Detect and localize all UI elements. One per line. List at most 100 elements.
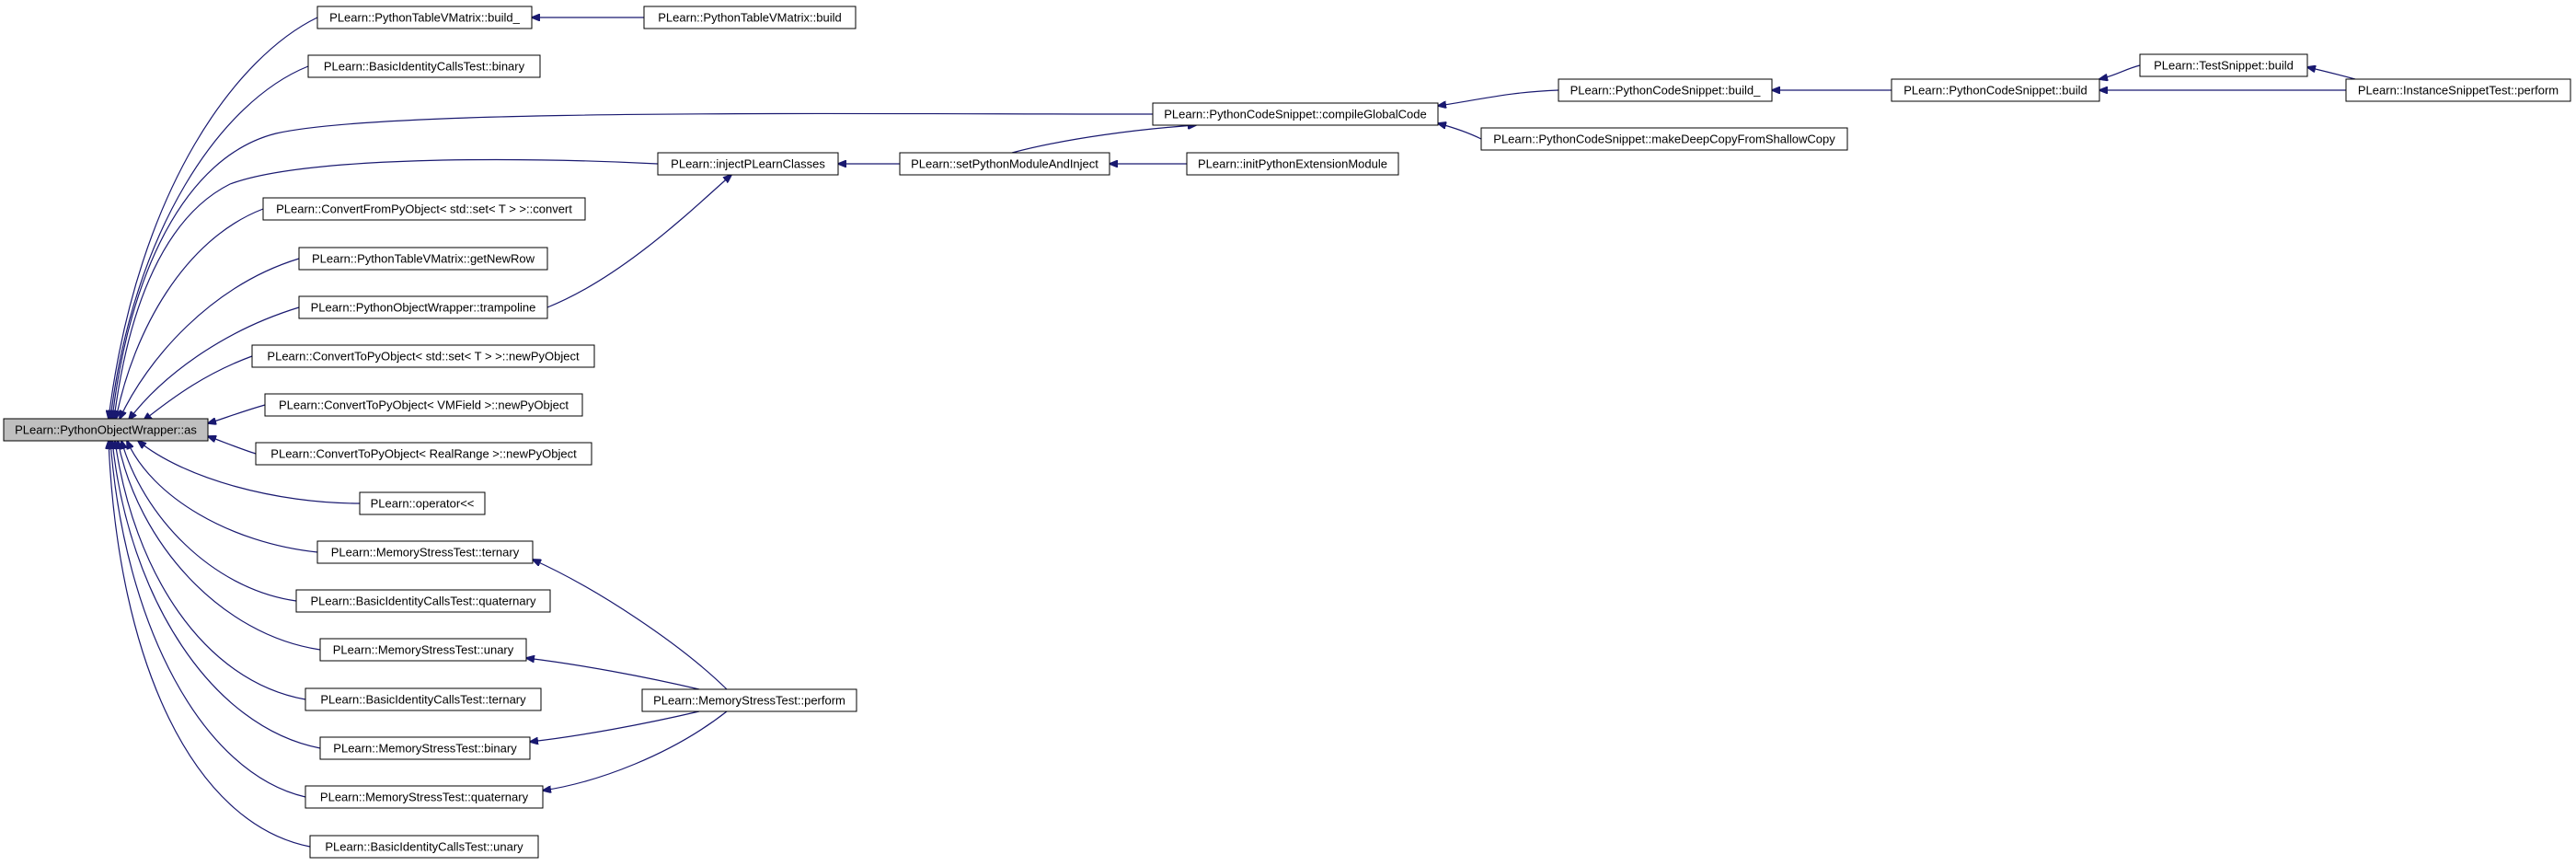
node-box (264, 393, 583, 417)
node-label: PLearn::InstanceSnippetTest::perform (2358, 84, 2559, 98)
node-label: PLearn::MemoryStressTest::binary (333, 742, 517, 756)
edge-pow_trampoline-to-inject (546, 175, 731, 308)
node-ptvm_build[interactable]: PLearn::PythonTableVMatrix::build (643, 6, 857, 29)
edge-ctpo_realrange-to-as (208, 436, 257, 455)
node-label: PLearn::PythonObjectWrapper::trampoline (311, 301, 536, 315)
node-box (255, 442, 592, 466)
node-label: PLearn::initPythonExtensionModule (1198, 157, 1387, 171)
node-label: PLearn::injectPLearnClasses (671, 157, 825, 171)
node-box (298, 247, 548, 271)
node-box (657, 152, 839, 176)
edge-pcs_compile-to-as (112, 112, 1154, 419)
node-label: PLearn::TestSnippet::build (2154, 59, 2294, 73)
edge-cfpo_set-to-as (116, 208, 264, 419)
node-box (2345, 78, 2571, 102)
node-inject[interactable]: PLearn::injectPLearnClasses (657, 152, 839, 176)
edge-mst_ternary-to-as (127, 441, 318, 553)
edge-pow_trampoline-to-as (129, 306, 300, 420)
node-pcs_compile[interactable]: PLearn::PythonCodeSnippet::compileGlobal… (1152, 102, 1439, 126)
edge-mst_unary-to-as (118, 441, 321, 651)
edge-ctpo_vmfield-to-as (208, 404, 266, 423)
node-as[interactable]: PLearn::PythonObjectWrapper::as (3, 418, 209, 442)
node-label: PLearn::setPythonModuleAndInject (911, 157, 1098, 171)
node-label: PLearn::PythonCodeSnippet::build (1903, 84, 2087, 98)
node-box (262, 197, 586, 221)
edge-setmod-to-pcs_compile (1011, 125, 1196, 154)
node-box (305, 687, 542, 711)
node-label: PLearn::ConvertToPyObject< std::set< T >… (267, 350, 580, 364)
edges-layer (109, 17, 2356, 848)
node-mst_quaternary[interactable]: PLearn::MemoryStressTest::quaternary (305, 785, 544, 809)
node-ctpo_set[interactable]: PLearn::ConvertToPyObject< std::set< T >… (251, 344, 595, 368)
node-label: PLearn::BasicIdentityCallsTest::unary (325, 840, 523, 854)
nodes-layer: PLearn::PythonObjectWrapper::as PLearn::P… (3, 6, 2571, 859)
node-bict_quaternary[interactable]: PLearn::BasicIdentityCallsTest::quaterna… (295, 589, 551, 613)
node-bict_unary[interactable]: PLearn::BasicIdentityCallsTest::unary (309, 835, 539, 859)
node-pcs_deepcopy[interactable]: PLearn::PythonCodeSnippet::makeDeepCopyF… (1480, 127, 1848, 151)
node-pow_trampoline[interactable]: PLearn::PythonObjectWrapper::trampoline (298, 295, 548, 319)
node-box (307, 54, 541, 78)
node-box (2139, 53, 2308, 77)
node-box (309, 835, 539, 859)
edge-mst_perform-to-mst_ternary (533, 560, 728, 690)
edge-mst_perform-to-mst_quaternary (543, 710, 728, 791)
edge-mst_binary-to-as (112, 441, 321, 749)
node-label: PLearn::PythonCodeSnippet::makeDeepCopyF… (1493, 133, 1835, 146)
node-bict_binary[interactable]: PLearn::BasicIdentityCallsTest::binary (307, 54, 541, 78)
node-bict_ternary[interactable]: PLearn::BasicIdentityCallsTest::ternary (305, 687, 542, 711)
node-label: PLearn::MemoryStressTest::perform (653, 694, 845, 708)
node-box (643, 6, 857, 29)
node-pcs_build_[interactable]: PLearn::PythonCodeSnippet::build_ (1558, 78, 1773, 102)
node-label: PLearn::PythonTableVMatrix::build_ (329, 11, 520, 25)
node-label: PLearn::PythonTableVMatrix::build (658, 11, 841, 25)
node-mst_ternary[interactable]: PLearn::MemoryStressTest::ternary (316, 540, 534, 564)
edge-inject-to-as (114, 158, 659, 419)
node-box (359, 491, 486, 515)
node-label: PLearn::PythonCodeSnippet::compileGlobal… (1164, 108, 1426, 121)
edge-ts_build-to-pcs_build (2099, 64, 2141, 79)
node-box (899, 152, 1110, 176)
node-ctpo_realrange[interactable]: PLearn::ConvertToPyObject< RealRange >::… (255, 442, 592, 466)
node-ptvm_build_[interactable]: PLearn::PythonTableVMatrix::build_ (316, 6, 533, 29)
node-setmod[interactable]: PLearn::setPythonModuleAndInject (899, 152, 1110, 176)
node-box (305, 785, 544, 809)
node-mst_binary[interactable]: PLearn::MemoryStressTest::binary (319, 736, 531, 760)
node-mst_perform[interactable]: PLearn::MemoryStressTest::perform (641, 688, 857, 712)
node-label: PLearn::MemoryStressTest::ternary (331, 546, 520, 560)
node-box (316, 540, 534, 564)
node-label: PLearn::PythonCodeSnippet::build_ (1570, 84, 1761, 98)
node-pcs_build[interactable]: PLearn::PythonCodeSnippet::build (1891, 78, 2100, 102)
edge-ptvm_build_-to-as (109, 17, 318, 419)
node-box (316, 6, 533, 29)
node-box (251, 344, 595, 368)
node-label: PLearn::MemoryStressTest::quaternary (320, 791, 529, 804)
edge-mst_perform-to-mst_unary (526, 658, 700, 690)
node-label: PLearn::MemoryStressTest::unary (333, 643, 514, 657)
edge-mst_perform-to-mst_binary (530, 710, 700, 742)
node-label: PLearn::PythonTableVMatrix::getNewRow (312, 252, 535, 266)
node-ptvm_getnewrow[interactable]: PLearn::PythonTableVMatrix::getNewRow (298, 247, 548, 271)
edge-ist_perform-to-ts_build (2307, 67, 2356, 80)
edge-pcs_build_-to-pcs_compile (1438, 89, 1559, 106)
node-label: PLearn::BasicIdentityCallsTest::ternary (320, 693, 526, 707)
node-label: PLearn::BasicIdentityCallsTest::binary (324, 60, 525, 74)
node-label: PLearn::ConvertFromPyObject< std::set< T… (276, 202, 572, 216)
node-box (641, 688, 857, 712)
node-label: PLearn::BasicIdentityCallsTest::quaterna… (311, 595, 536, 608)
node-label: PLearn::ConvertToPyObject< VMField >::ne… (279, 398, 569, 412)
edge-ptvm_getnewrow-to-as (120, 258, 300, 419)
node-initext[interactable]: PLearn::initPythonExtensionModule (1186, 152, 1399, 176)
node-ts_build[interactable]: PLearn::TestSnippet::build (2139, 53, 2308, 77)
node-ist_perform[interactable]: PLearn::InstanceSnippetTest::perform (2345, 78, 2571, 102)
node-op_shift[interactable]: PLearn::operator<< (359, 491, 486, 515)
node-cfpo_set[interactable]: PLearn::ConvertFromPyObject< std::set< T… (262, 197, 586, 221)
node-box (1558, 78, 1773, 102)
edge-bict_quaternary-to-as (121, 441, 297, 602)
node-ctpo_vmfield[interactable]: PLearn::ConvertToPyObject< VMField >::ne… (264, 393, 583, 417)
node-label: PLearn::ConvertToPyObject< RealRange >::… (270, 447, 577, 461)
node-label: PLearn::operator<< (371, 497, 475, 511)
edge-bict_binary-to-as (110, 65, 309, 419)
node-box (1891, 78, 2100, 102)
node-mst_unary[interactable]: PLearn::MemoryStressTest::unary (319, 638, 527, 662)
